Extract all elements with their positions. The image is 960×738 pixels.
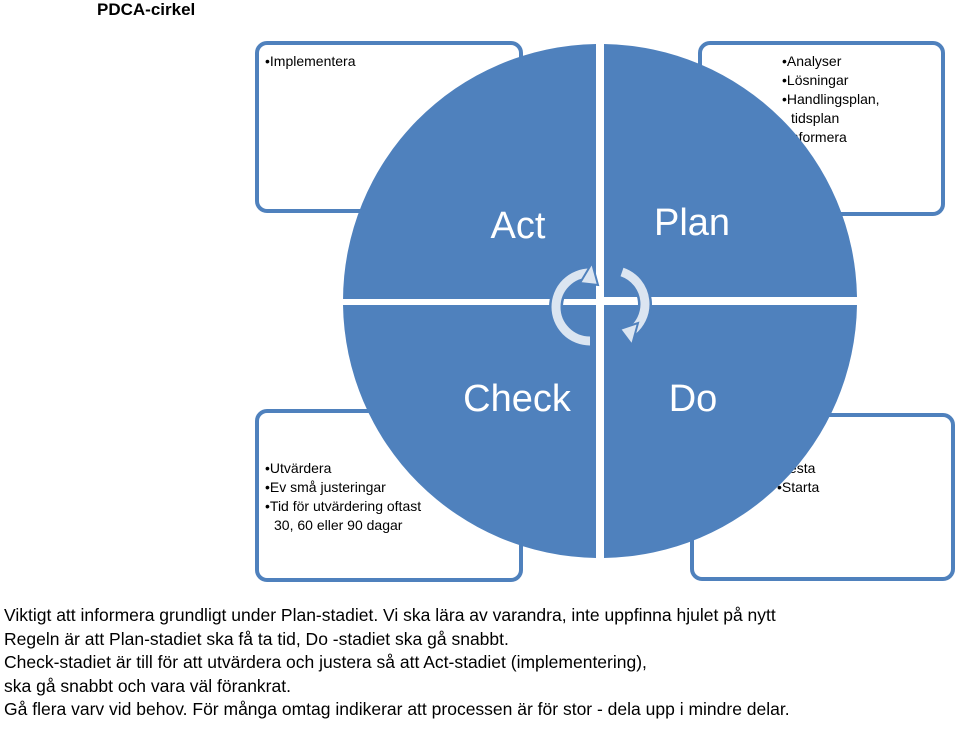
plan-quadrant [604,44,857,297]
list-item: Lösningar [782,71,922,90]
check-quadrant [343,305,596,558]
check-label: Check [463,378,572,420]
note-line: Regeln är att Plan-stadiet ska få ta tid… [4,628,509,649]
plan-list: Analyser Lösningar Handlingsplan, tidspl… [782,52,922,147]
do-quadrant [604,305,857,558]
list-item: Starta [777,478,897,497]
check-list: Utvärdera Ev små justeringar Tid för utv… [265,459,440,535]
note-line: ska gå snabbt och vara väl förankrat. [4,675,291,696]
list-item: Tid för utvärdering oftast 30, 60 eller … [265,497,440,535]
list-item: Handlingsplan, tidsplan [782,90,922,128]
act-quadrant [343,44,600,301]
plan-label: Plan [654,202,730,244]
list-item: Utvärdera [265,459,440,478]
page-title: PDCA-cirkel [97,0,196,19]
act-label: Act [491,205,546,247]
act-list: Implementera [265,52,495,71]
note-line: Check-stadiet är till för att utvärdera … [4,652,647,672]
list-item: Ev små justeringar [265,478,440,497]
list-item: Implementera [265,52,495,71]
notes-section: Viktigt att informera grundligt under Pl… [4,604,954,722]
cycle-arrows-icon [549,260,652,348]
do-label: Do [669,378,718,420]
pdca-wheel: Act Plan Check Do [340,41,860,561]
list-item: Analyser [782,52,922,71]
list-item: Informera [782,128,922,147]
note-line: Gå flera varv vid behov. För många omtag… [4,699,790,719]
note-line: Viktigt att informera grundligt under Pl… [4,605,776,625]
